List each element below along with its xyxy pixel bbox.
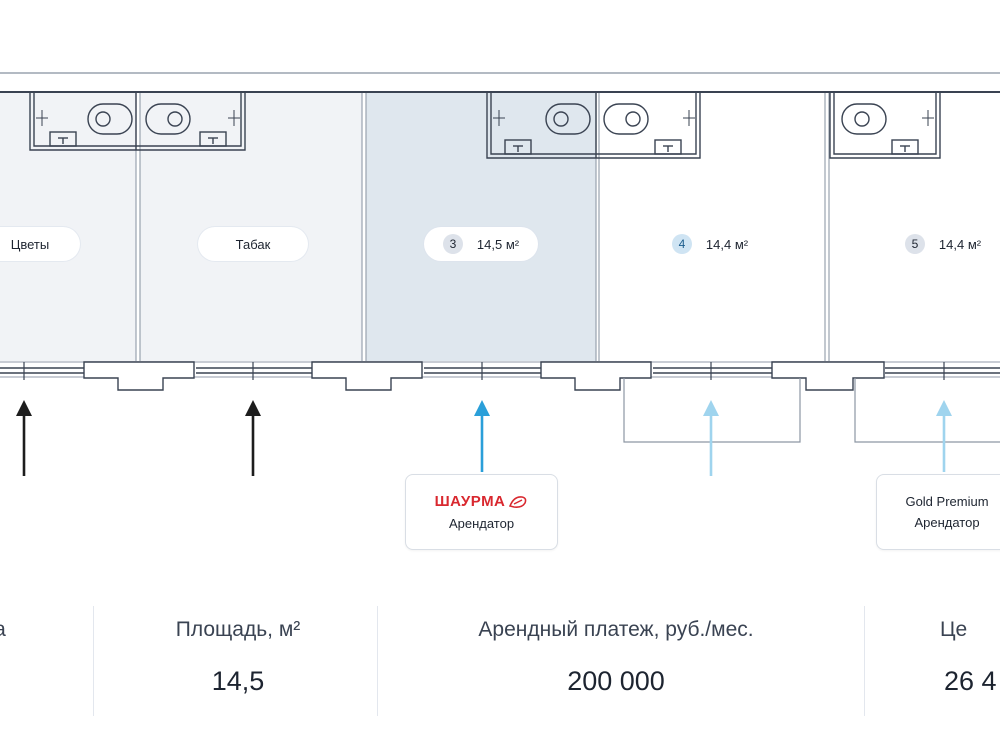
stat-col-2: Площадь, м² 14,5 xyxy=(120,600,356,720)
stat-col-1: а xyxy=(0,600,60,720)
door-marks xyxy=(23,362,945,380)
stat-divider-2 xyxy=(377,606,378,716)
tenant-brand-gold-premium: Gold Premium xyxy=(905,494,989,509)
unit-2-label[interactable]: Табак xyxy=(198,227,308,261)
stat-2-value: 14,5 xyxy=(211,666,265,696)
stat-4-label: Це xyxy=(940,618,968,641)
unit-3-label[interactable]: 3 14,5 м² xyxy=(424,227,538,261)
stat-col-4: Це 26 4 xyxy=(940,600,1000,720)
stat-divider-1 xyxy=(93,606,94,716)
entrance-arrows xyxy=(16,400,952,476)
unit-3-number: 3 xyxy=(442,234,463,254)
unit-4-area-text: 14,4 м² xyxy=(705,236,749,252)
pillars xyxy=(83,361,885,391)
stat-3-label: Арендный платеж, руб./мес. xyxy=(478,618,754,641)
unit-4-area[interactable] xyxy=(599,93,825,361)
unit-4-number: 4 xyxy=(671,234,692,254)
unit-1-name: Цветы xyxy=(10,236,50,252)
unit-4-label[interactable]: 4 14,4 м² xyxy=(650,227,770,261)
stat-3-value: 200 000 xyxy=(567,666,665,696)
unit-5-number: 5 xyxy=(904,234,925,254)
stat-2-label: Площадь, м² xyxy=(175,618,301,641)
stat-col-3: Арендный платеж, руб./мес. 200 000 xyxy=(400,600,832,720)
tenant-card-shaurma[interactable]: ШАУРМА Арендатор xyxy=(405,474,558,550)
stat-divider-3 xyxy=(864,606,865,716)
stat-4-value: 26 4 xyxy=(944,666,997,696)
stats-row: а Площадь, м² 14,5 Арендный платеж, руб.… xyxy=(0,600,1000,720)
unit-3-area-text: 14,5 м² xyxy=(476,236,520,252)
tenant-role-gold-premium: Арендатор xyxy=(914,515,980,530)
tenant-card-gold-premium[interactable]: Gold Premium Арендатор xyxy=(876,474,1000,550)
stat-1-label: а xyxy=(0,618,60,642)
shaurma-logo-icon xyxy=(509,495,527,508)
unit-1-label[interactable]: Цветы xyxy=(0,227,80,261)
bathroom-fixtures xyxy=(29,93,941,159)
unit-5-area[interactable] xyxy=(829,93,1000,361)
unit-2-name: Табак xyxy=(235,236,271,252)
tenant-role-shaurma: Арендатор xyxy=(448,516,515,531)
unit-5-area-text: 14,4 м² xyxy=(938,236,982,252)
unit-5-label[interactable]: 5 14,4 м² xyxy=(884,227,1000,261)
tenant-brand-shaurma: ШАУРМА xyxy=(434,493,506,510)
